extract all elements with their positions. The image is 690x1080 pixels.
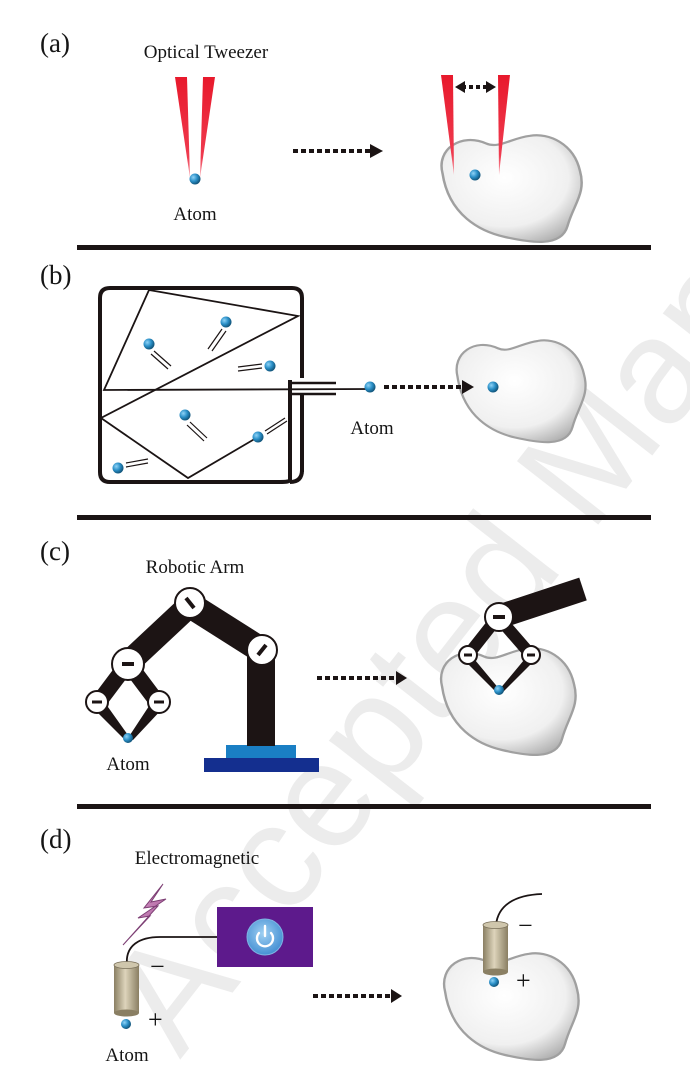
- lightning-icon: [122, 883, 167, 946]
- laser-beam-left: [175, 77, 190, 178]
- panel-title: Electromagnetic: [135, 848, 260, 869]
- laser-beam-right: [200, 77, 215, 178]
- atom-icon: [143, 338, 172, 370]
- panel-b: (b): [40, 260, 587, 484]
- polarity-positive: +: [148, 1005, 163, 1034]
- protein-icon: [440, 133, 583, 244]
- robot-base-top: [226, 745, 296, 759]
- atom-label: Atom: [173, 204, 217, 225]
- arm-joint-icon: [521, 645, 541, 665]
- panel-label: (b): [40, 260, 71, 290]
- atom-icon: [207, 316, 232, 352]
- arm-joint-icon: [484, 602, 514, 632]
- double-arrow-left-icon: [455, 81, 465, 93]
- divider-bc: [77, 515, 651, 520]
- arrow-head-icon: [370, 144, 383, 158]
- wire: [126, 936, 217, 966]
- panel-label: (a): [40, 28, 70, 58]
- arrow-head-icon: [462, 380, 474, 394]
- magnet-probe-icon: [482, 921, 509, 976]
- atom-icon: [179, 409, 208, 442]
- atom-icon: [252, 417, 288, 443]
- divider-cd: [77, 804, 651, 809]
- polarity-positive: +: [516, 966, 531, 995]
- atom-icon: [112, 458, 149, 474]
- panel-c: (c) Robotic Arm: [40, 536, 587, 775]
- arrow-head-icon: [396, 671, 407, 685]
- atom-icon: [121, 1019, 131, 1029]
- arm-joint-icon: [174, 587, 206, 619]
- power-button-icon[interactable]: [246, 918, 284, 956]
- atom-label: Atom: [106, 754, 150, 775]
- arm-joint-icon: [458, 645, 478, 665]
- chamber-box: [98, 286, 304, 484]
- atom-icon: [469, 169, 481, 181]
- panel-title: Robotic Arm: [146, 557, 245, 578]
- atom-label: Atom: [105, 1045, 149, 1066]
- panel-a: (a) Optical Tweezer Atom: [40, 28, 583, 244]
- panel-label: (c): [40, 536, 70, 566]
- arrow-head-icon: [391, 989, 402, 1003]
- robot-base-bottom: [204, 758, 319, 772]
- panel-title: Optical Tweezer: [144, 42, 269, 63]
- protein-icon: [442, 952, 580, 1062]
- laser-beam-left: [441, 75, 454, 175]
- divider-ab: [77, 245, 651, 250]
- protein-icon: [455, 339, 587, 444]
- atom-icon: [364, 381, 376, 393]
- magnet-probe-icon: [113, 961, 140, 1017]
- arm-joint-icon: [246, 634, 278, 666]
- polarity-negative: −: [150, 952, 165, 981]
- arm-joint-icon: [111, 647, 145, 681]
- atom-icon: [487, 381, 499, 393]
- atom-trajectory: [102, 289, 373, 391]
- atom-icon: [189, 173, 201, 185]
- arm-joint-icon: [85, 690, 109, 714]
- wire: [495, 893, 543, 926]
- atom-icon: [237, 360, 276, 372]
- arm-joint-icon: [147, 690, 171, 714]
- atom-label: Atom: [350, 418, 394, 439]
- polarity-negative: −: [518, 911, 533, 940]
- laser-beam-right: [498, 75, 510, 175]
- atom-icon: [123, 733, 133, 743]
- atom-trajectory: [99, 289, 301, 480]
- panel-label: (d): [40, 824, 71, 854]
- watermark-text: Accepted Manuscript: [73, 0, 690, 1080]
- atom-icon: [489, 977, 499, 987]
- double-arrow-right-icon: [486, 81, 496, 93]
- panel-d: (d) Electromagnetic − + Atom: [40, 824, 580, 1066]
- atom-icon: [494, 685, 504, 695]
